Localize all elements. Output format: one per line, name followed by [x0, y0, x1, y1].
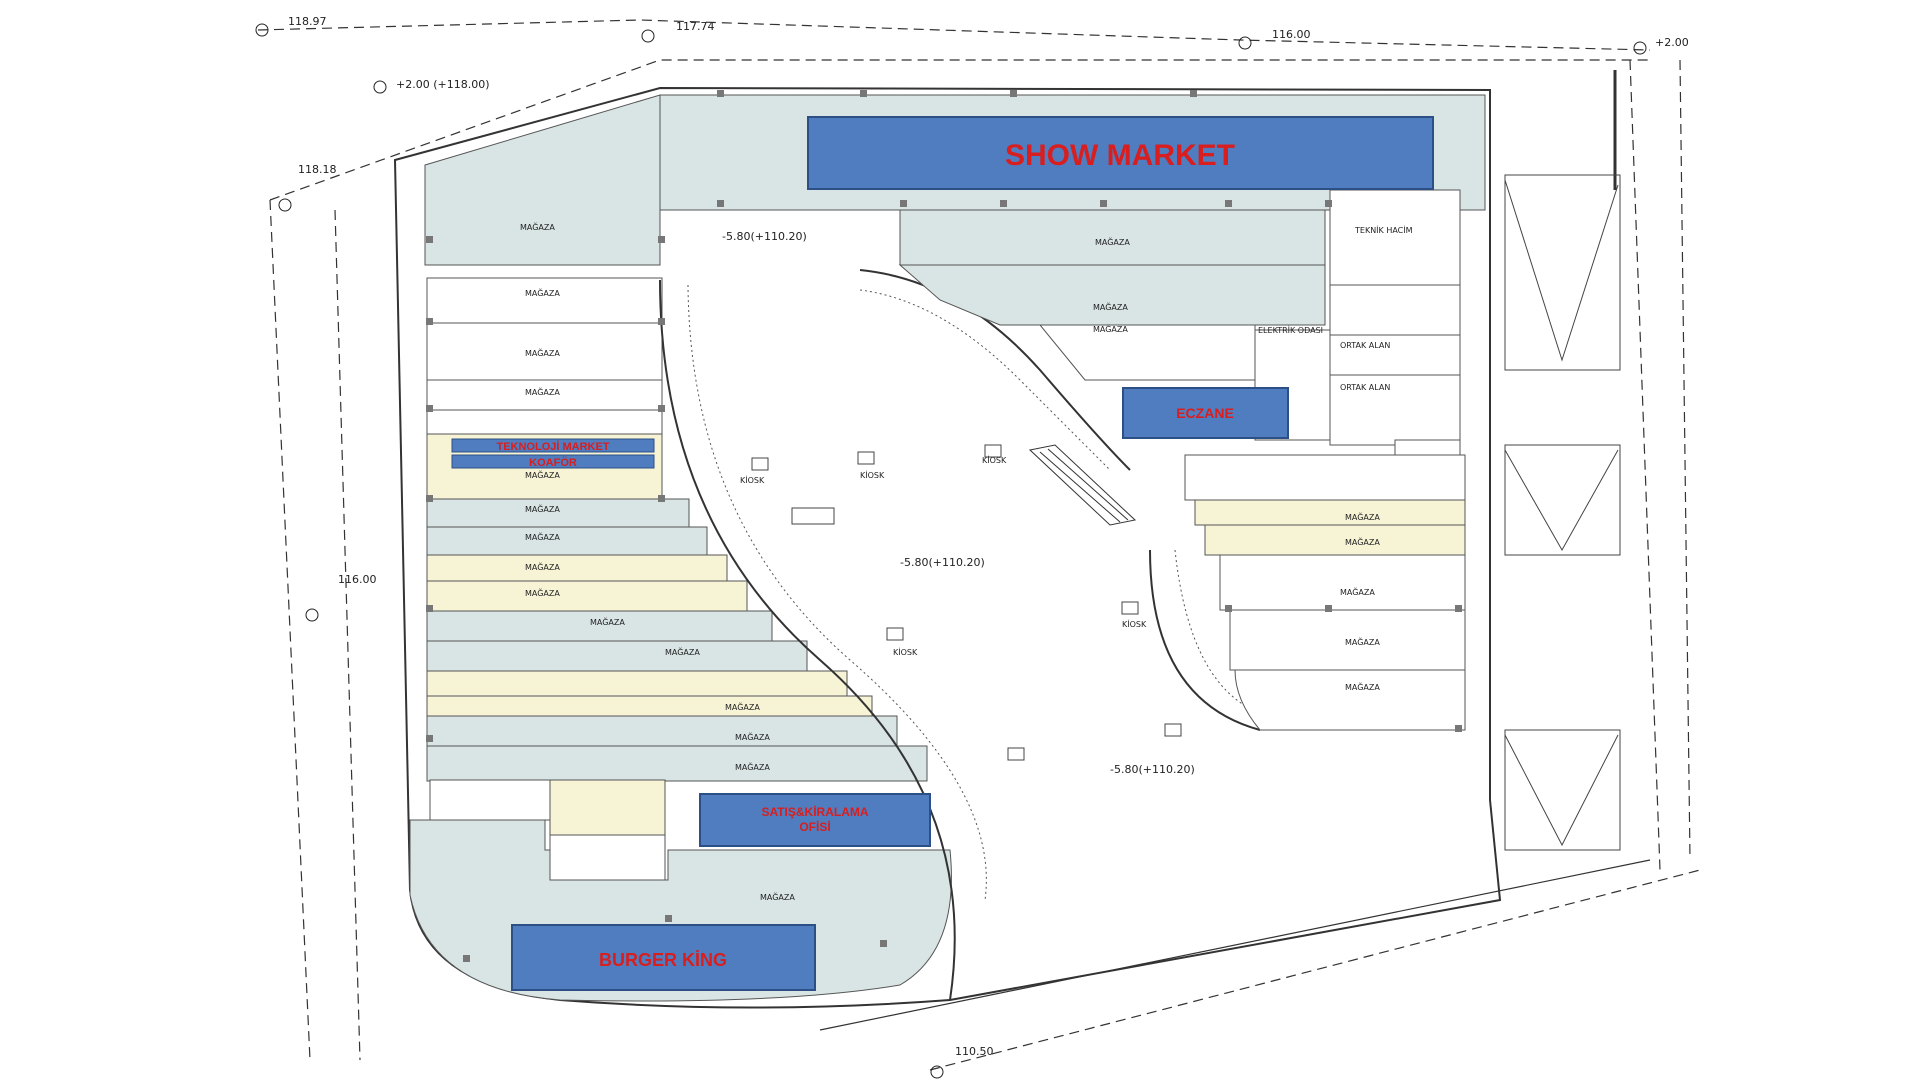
- service-stairs: [549, 834, 666, 881]
- store-label: MAĞAZA: [1345, 536, 1380, 547]
- gallery-curve-mid: [859, 269, 1131, 471]
- room-labels: MAĞAZA MAĞAZA MAĞAZA MAĞAZA MAĞAZA MAĞAZ…: [520, 221, 1413, 902]
- koafor-label: KOAFÖR: [529, 456, 577, 469]
- store-label: MAĞAZA: [525, 503, 560, 514]
- right-stores: [1184, 189, 1466, 731]
- store-label: MAĞAZA: [1345, 681, 1380, 692]
- left-stores: [426, 277, 928, 782]
- mid-stores: [898, 209, 1326, 381]
- burger-king-box: BURGER KİNG: [511, 924, 816, 991]
- eczane-box: ECZANE: [1122, 387, 1289, 439]
- koafor-box: KOAFÖR: [451, 454, 655, 469]
- gallery-curve-right: [1149, 549, 1261, 731]
- store-label: MAĞAZA: [1093, 301, 1128, 312]
- structural-columns: [426, 90, 1462, 962]
- satis-label-line1: SATIŞ&KİRALAMA: [761, 804, 868, 819]
- elevation-text: 116.00: [338, 573, 377, 586]
- store-label: MAĞAZA: [520, 221, 555, 232]
- store-label: MAĞAZA: [525, 469, 560, 480]
- gallery-curve-left: [659, 279, 956, 1001]
- burger-king-label: BURGER KİNG: [599, 950, 727, 970]
- store-label: MAĞAZA: [735, 761, 770, 772]
- show-market-box: SHOW MARKET: [807, 116, 1434, 190]
- satis-label-line2: OFİSİ: [799, 819, 830, 834]
- store-label: MAĞAZA: [525, 287, 560, 298]
- kiosk-label: KİOSK: [740, 475, 765, 485]
- store-label: MAĞAZA: [1345, 636, 1380, 647]
- elevation-text: 117.74: [676, 20, 715, 33]
- corner-store: [424, 94, 661, 266]
- elevation-text: 118.97: [288, 15, 327, 28]
- elevation-text: +2.00 (+118.00): [396, 78, 490, 91]
- elevation-text: +2.00: [1655, 36, 1689, 49]
- elevation-marks: 118.97 117.74 116.00 +2.00 +2.00 (+118.0…: [255, 15, 1689, 1079]
- satis-box: SATIŞ&KİRALAMA OFİSİ: [699, 793, 931, 847]
- store-label: MAĞAZA: [735, 731, 770, 742]
- service-core: [429, 779, 551, 821]
- parking-ramps: [1504, 174, 1621, 851]
- kiosk-label: KİOSK: [1122, 619, 1147, 629]
- store-label: MAĞAZA: [525, 347, 560, 358]
- store-label: MAĞAZA: [525, 587, 560, 598]
- store-label: MAĞAZA: [590, 616, 625, 627]
- elevation-text: 116.00: [1272, 28, 1311, 41]
- elevation-text: -5.80(+110.20): [722, 230, 807, 243]
- kiosks: [751, 444, 1182, 761]
- common-area-label: ORTAK ALAN: [1340, 383, 1390, 392]
- elevation-text: -5.80(+110.20): [900, 556, 985, 569]
- site-boundary: [257, 19, 1701, 1071]
- technical-label: TEKNİK HACİM: [1354, 225, 1413, 235]
- eczane-label: ECZANE: [1176, 405, 1234, 421]
- store-label: MAĞAZA: [1093, 323, 1128, 334]
- store-label: MAĞAZA: [1340, 586, 1375, 597]
- store-label: MAĞAZA: [1095, 236, 1130, 247]
- kiosk-label: KİOSK: [982, 455, 1007, 465]
- elevation-text: 110.50: [955, 1045, 994, 1058]
- teknoloji-box: TEKNOLOJİ MARKET: [451, 438, 655, 453]
- kiosk-label: KİOSK: [893, 647, 918, 657]
- common-area-label: ORTAK ALAN: [1340, 341, 1390, 350]
- show-market-label: SHOW MARKET: [1005, 139, 1235, 172]
- escalator: [1028, 444, 1137, 526]
- kiosk-label: KİOSK: [860, 470, 885, 480]
- store-label: MAĞAZA: [665, 646, 700, 657]
- store-label: MAĞAZA: [525, 531, 560, 542]
- elevation-text: -5.80(+110.20): [1110, 763, 1195, 776]
- electric-room-label: ELEKTRİK ODASI: [1258, 325, 1323, 335]
- store-label: MAĞAZA: [725, 701, 760, 712]
- elevation-text: 118.18: [298, 163, 337, 176]
- store-label: MAĞAZA: [1345, 511, 1380, 522]
- store-label: MAĞAZA: [760, 891, 795, 902]
- store-label: MAĞAZA: [525, 561, 560, 572]
- teknoloji-label: TEKNOLOJİ MARKET: [496, 440, 609, 453]
- store-label: MAĞAZA: [525, 386, 560, 397]
